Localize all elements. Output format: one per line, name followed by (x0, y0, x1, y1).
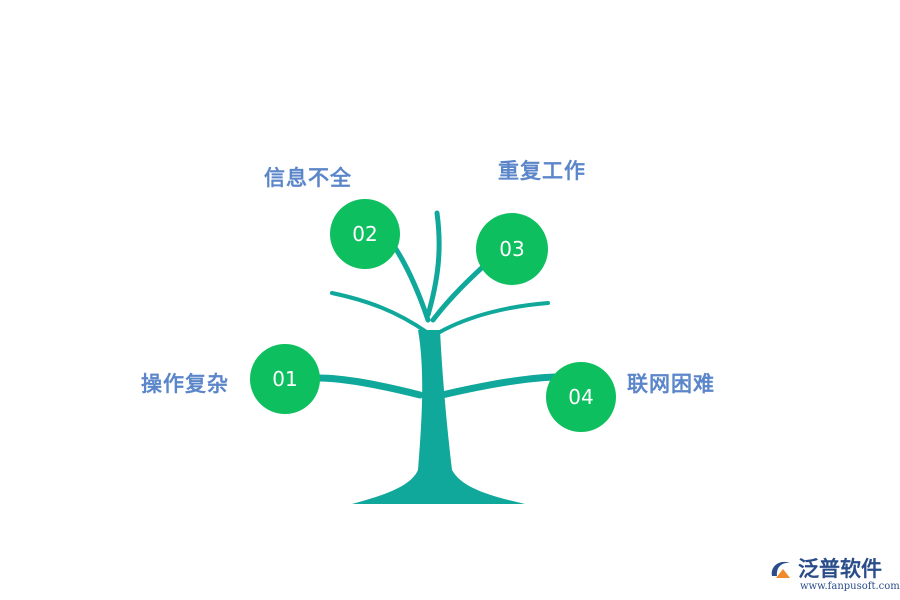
node-02-number: 02 (352, 222, 378, 246)
node-04-label: 联网困难 (627, 372, 715, 396)
logo-name: 泛普软件 (798, 557, 882, 581)
branch-02 (389, 240, 431, 323)
node-04-number: 04 (568, 385, 594, 409)
node-03: 03 (476, 213, 548, 285)
node-02: 02 (330, 199, 400, 269)
node-01-label: 操作复杂 (141, 372, 229, 396)
logo-url: www.fanpusoft.com (800, 581, 900, 592)
branch-03 (430, 259, 491, 323)
branch-left (330, 291, 430, 335)
node-01-number: 01 (272, 367, 298, 391)
node-03-number: 03 (499, 237, 525, 261)
node-02-label: 信息不全 (264, 166, 352, 190)
branch-right (436, 301, 550, 335)
node-04: 04 (546, 362, 616, 432)
brand-logo: 泛普软件 www.fanpusoft.com (768, 551, 900, 597)
node-01: 01 (250, 344, 320, 414)
branch-top (425, 210, 442, 318)
branch-01 (314, 374, 424, 399)
branch-04 (438, 373, 559, 399)
tree-branches (314, 210, 559, 399)
fanpu-logo-icon (771, 561, 790, 578)
node-03-label: 重复工作 (498, 159, 586, 183)
tree-trunk (352, 330, 525, 504)
